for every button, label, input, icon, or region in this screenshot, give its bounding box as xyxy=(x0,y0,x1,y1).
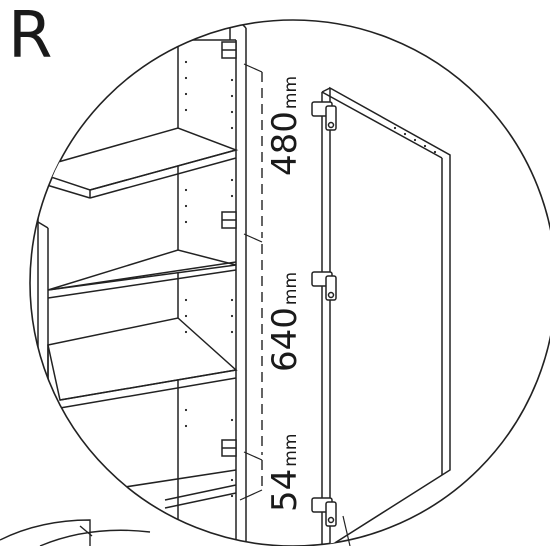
dimension-value: 480 xyxy=(265,111,305,176)
door-hinge-top xyxy=(311,101,337,131)
shelf-4 xyxy=(39,469,237,509)
door-edge-holes xyxy=(393,126,437,154)
shelf-3 xyxy=(47,317,238,409)
cabinet-side-panel xyxy=(178,20,247,546)
dimension-label-640: 640mm xyxy=(265,272,305,372)
dimension-leaders xyxy=(239,63,263,501)
dimension-unit: mm xyxy=(281,271,301,306)
callout-leader xyxy=(342,515,351,547)
dimension-label-480: 480mm xyxy=(265,76,305,176)
shelf-2 xyxy=(47,249,237,299)
step-letter: R xyxy=(8,0,53,73)
dimension-unit: mm xyxy=(281,75,301,110)
overview-sketch xyxy=(0,519,151,547)
dimension-unit: mm xyxy=(281,433,301,467)
dimension-value: 54 xyxy=(265,468,305,512)
mounting-plate-top xyxy=(221,41,237,59)
cabinet-back-panel xyxy=(30,39,179,546)
shelf-1 xyxy=(30,127,239,199)
dimension-label-54: 54mm xyxy=(265,434,305,512)
cabinet-door xyxy=(321,86,451,546)
mounting-plate-bottom xyxy=(221,439,237,457)
mounting-plate-middle xyxy=(221,211,237,229)
door-hinge-middle xyxy=(311,271,337,301)
dimension-value: 640 xyxy=(265,307,305,372)
system-holes xyxy=(184,60,234,498)
door-hinge-bottom xyxy=(311,497,337,527)
